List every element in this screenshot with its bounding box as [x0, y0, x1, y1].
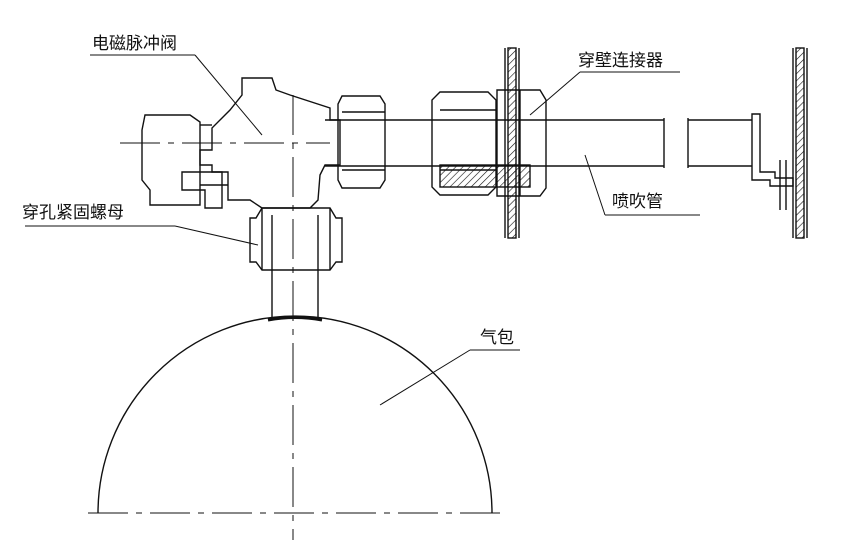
lock-nut	[249, 207, 343, 271]
label-wall-connector: 穿壁连接器	[578, 51, 663, 71]
wall-left	[504, 47, 520, 239]
nozzle-pipe	[325, 118, 752, 168]
label-nozzle-pipe: 喷吹管	[612, 192, 663, 212]
wall-right	[792, 47, 808, 239]
pipe-end-bracket	[751, 113, 794, 210]
wall-connector-nut	[431, 89, 547, 197]
label-lock-nut: 穿孔紧固螺母	[22, 203, 124, 223]
leader-nozzle-diag	[584, 154, 606, 216]
riser-pipe	[267, 215, 323, 322]
label-valve: 电磁脉冲阀	[92, 34, 177, 54]
leader-lock-nut-diag	[174, 225, 259, 246]
air-drum-outline	[97, 315, 493, 514]
leader-valve-diag	[194, 54, 263, 136]
valve-outlet-fitting	[337, 95, 386, 189]
leader-drum-diag	[379, 349, 471, 406]
pulse-valve-body	[141, 77, 341, 209]
label-air-drum: 气包	[480, 328, 514, 348]
leader-wall-connector-diag	[529, 71, 581, 116]
